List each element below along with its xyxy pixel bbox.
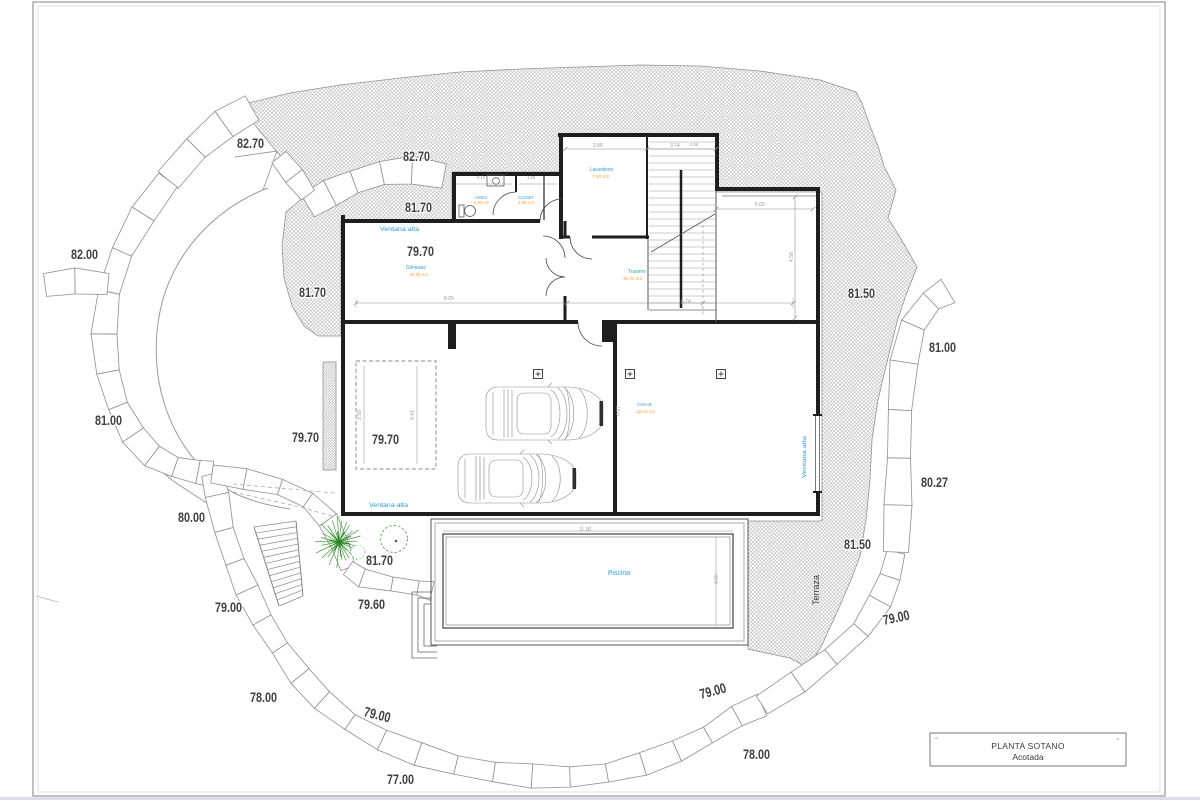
svg-text:Trastero: Trastero xyxy=(628,269,646,275)
svg-text:2.85: 2.85 xyxy=(593,143,603,149)
svg-text:3.99: 3.99 xyxy=(357,410,363,420)
svg-text:79.60: 79.60 xyxy=(358,596,385,612)
svg-text:80.00: 80.00 xyxy=(178,509,205,525)
svg-text:11.90: 11.90 xyxy=(579,527,591,533)
svg-text:81.00: 81.00 xyxy=(929,339,956,355)
svg-text:Lavanderia: Lavanderia xyxy=(590,167,613,173)
svg-text:5.65: 5.65 xyxy=(755,202,765,208)
svg-text:30.95 m2: 30.95 m2 xyxy=(410,272,429,277)
svg-text:6.74: 6.74 xyxy=(681,299,691,305)
svg-text:3.74: 3.74 xyxy=(670,143,680,149)
svg-text:116.01 m2: 116.01 m2 xyxy=(636,409,656,414)
svg-text:81.50: 81.50 xyxy=(844,536,871,552)
svg-text:79.70: 79.70 xyxy=(372,431,399,447)
svg-text:3.95 m2: 3.95 m2 xyxy=(518,200,535,205)
svg-text:81.50: 81.50 xyxy=(848,285,875,301)
svg-text:81.70: 81.70 xyxy=(405,199,432,215)
svg-text:Piscina: Piscina xyxy=(608,570,630,577)
svg-text:77.00: 77.00 xyxy=(387,771,414,787)
svg-text:35.44 m2: 35.44 m2 xyxy=(623,276,643,281)
svg-text:81.70: 81.70 xyxy=(366,552,393,568)
svg-text:7.90 m2: 7.90 m2 xyxy=(592,174,610,179)
svg-text:78.00: 78.00 xyxy=(743,746,770,762)
svg-text:Ventana alta: Ventana alta xyxy=(802,435,808,478)
svg-text:82.70: 82.70 xyxy=(237,135,264,151)
svg-text:CLOSET: CLOSET xyxy=(518,195,534,200)
svg-text:PLANTA SOTANO: PLANTA SOTANO xyxy=(991,741,1065,751)
svg-text:79.00: 79.00 xyxy=(881,607,911,628)
svg-text:Ventana alta: Ventana alta xyxy=(380,226,419,233)
svg-text:4.97: 4.97 xyxy=(616,406,622,416)
svg-text:81.70: 81.70 xyxy=(299,284,326,300)
svg-text:4.00 m2: 4.00 m2 xyxy=(474,200,490,205)
svg-text:81.00: 81.00 xyxy=(95,412,122,428)
svg-text:Gimnasio: Gimnasio xyxy=(406,265,426,271)
svg-text:4.58: 4.58 xyxy=(789,252,795,262)
svg-text:82.70: 82.70 xyxy=(403,148,430,164)
svg-text:1.60: 1.60 xyxy=(527,175,536,180)
svg-text:82.00: 82.00 xyxy=(71,246,98,262)
svg-text:4.00: 4.00 xyxy=(714,574,720,584)
svg-text:80.27: 80.27 xyxy=(921,474,948,490)
svg-text:79.00: 79.00 xyxy=(215,599,242,615)
svg-text:78.00: 78.00 xyxy=(250,689,277,705)
svg-text:a3: a3 xyxy=(1116,737,1120,741)
svg-text:Acotada: Acotada xyxy=(1012,752,1043,762)
svg-text:79.70: 79.70 xyxy=(407,243,434,259)
svg-text:Ventana alta: Ventana alta xyxy=(369,502,408,509)
svg-text:GARAJE: GARAJE xyxy=(637,402,652,408)
svg-text:8.05: 8.05 xyxy=(444,296,454,302)
svg-text:Terraza: Terraza xyxy=(811,574,822,605)
svg-text:79.70: 79.70 xyxy=(292,429,319,445)
svg-text:ASEO: ASEO xyxy=(475,195,487,200)
svg-text:2.55: 2.55 xyxy=(690,142,699,147)
svg-text:2.10: 2.10 xyxy=(477,175,486,180)
svg-text:4.41: 4.41 xyxy=(410,410,416,420)
svg-text:esc: esc xyxy=(934,736,939,740)
